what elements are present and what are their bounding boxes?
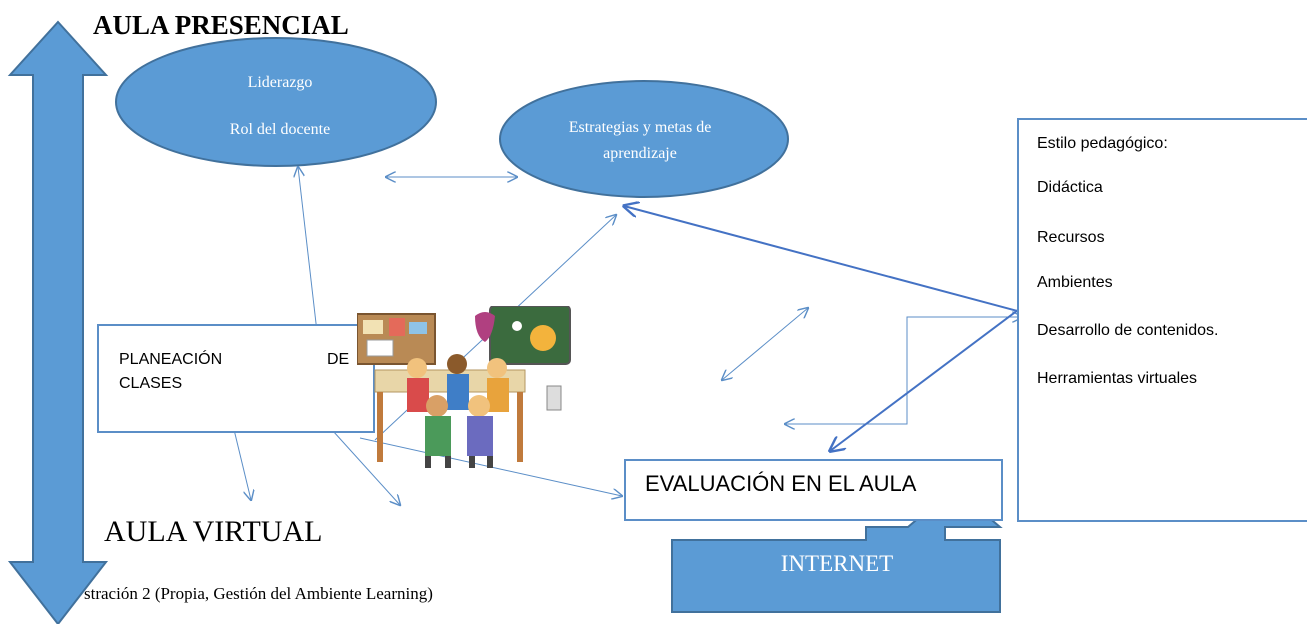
vertical-double-arrow	[7, 20, 109, 624]
virtual-classroom-label: AULA VIRTUAL	[104, 515, 323, 548]
ellipse-leadership	[115, 37, 437, 167]
evaluation-label: EVALUACIÓN EN EL AULA	[645, 471, 917, 496]
page-title: AULA PRESENCIAL	[93, 10, 349, 40]
style-line-heading: Estilo pedagógico:	[1037, 135, 1168, 152]
connector-style-evaluation	[830, 306, 1023, 451]
connector-style-strategies	[624, 206, 1026, 314]
style-line-didactics: Didáctica	[1037, 179, 1103, 196]
planning-box	[97, 324, 375, 433]
connector-small-diagonal	[722, 308, 808, 380]
teacher-role-label: Rol del docente	[229, 121, 331, 138]
planning-word-3: CLASES	[119, 375, 183, 392]
style-line-environments: Ambientes	[1037, 274, 1113, 291]
strategies-label-line2: aprendizaje	[603, 145, 677, 162]
style-line-virtual-tools: Herramientas virtuales	[1037, 370, 1198, 387]
strategies-label-line1: Estrategias y metas de	[568, 119, 712, 136]
classroom-illustration-icon	[357, 306, 571, 468]
connector-elbow-style	[785, 317, 1022, 424]
ellipse-strategies	[499, 80, 789, 198]
style-line-content: Desarrollo de contenidos.	[1037, 322, 1219, 339]
planning-word-2: DE	[327, 351, 350, 368]
style-line-resources: Recursos	[1037, 229, 1105, 246]
planning-word-1: PLANEACIÓN	[119, 351, 223, 368]
internet-label: INTERNET	[780, 551, 894, 576]
evaluation-box	[624, 459, 1003, 521]
pedagogical-style-box	[1017, 118, 1307, 522]
figure-caption: stración 2 (Propia, Gestión del Ambiente…	[84, 584, 433, 603]
leadership-label: Liderazgo	[247, 74, 313, 91]
